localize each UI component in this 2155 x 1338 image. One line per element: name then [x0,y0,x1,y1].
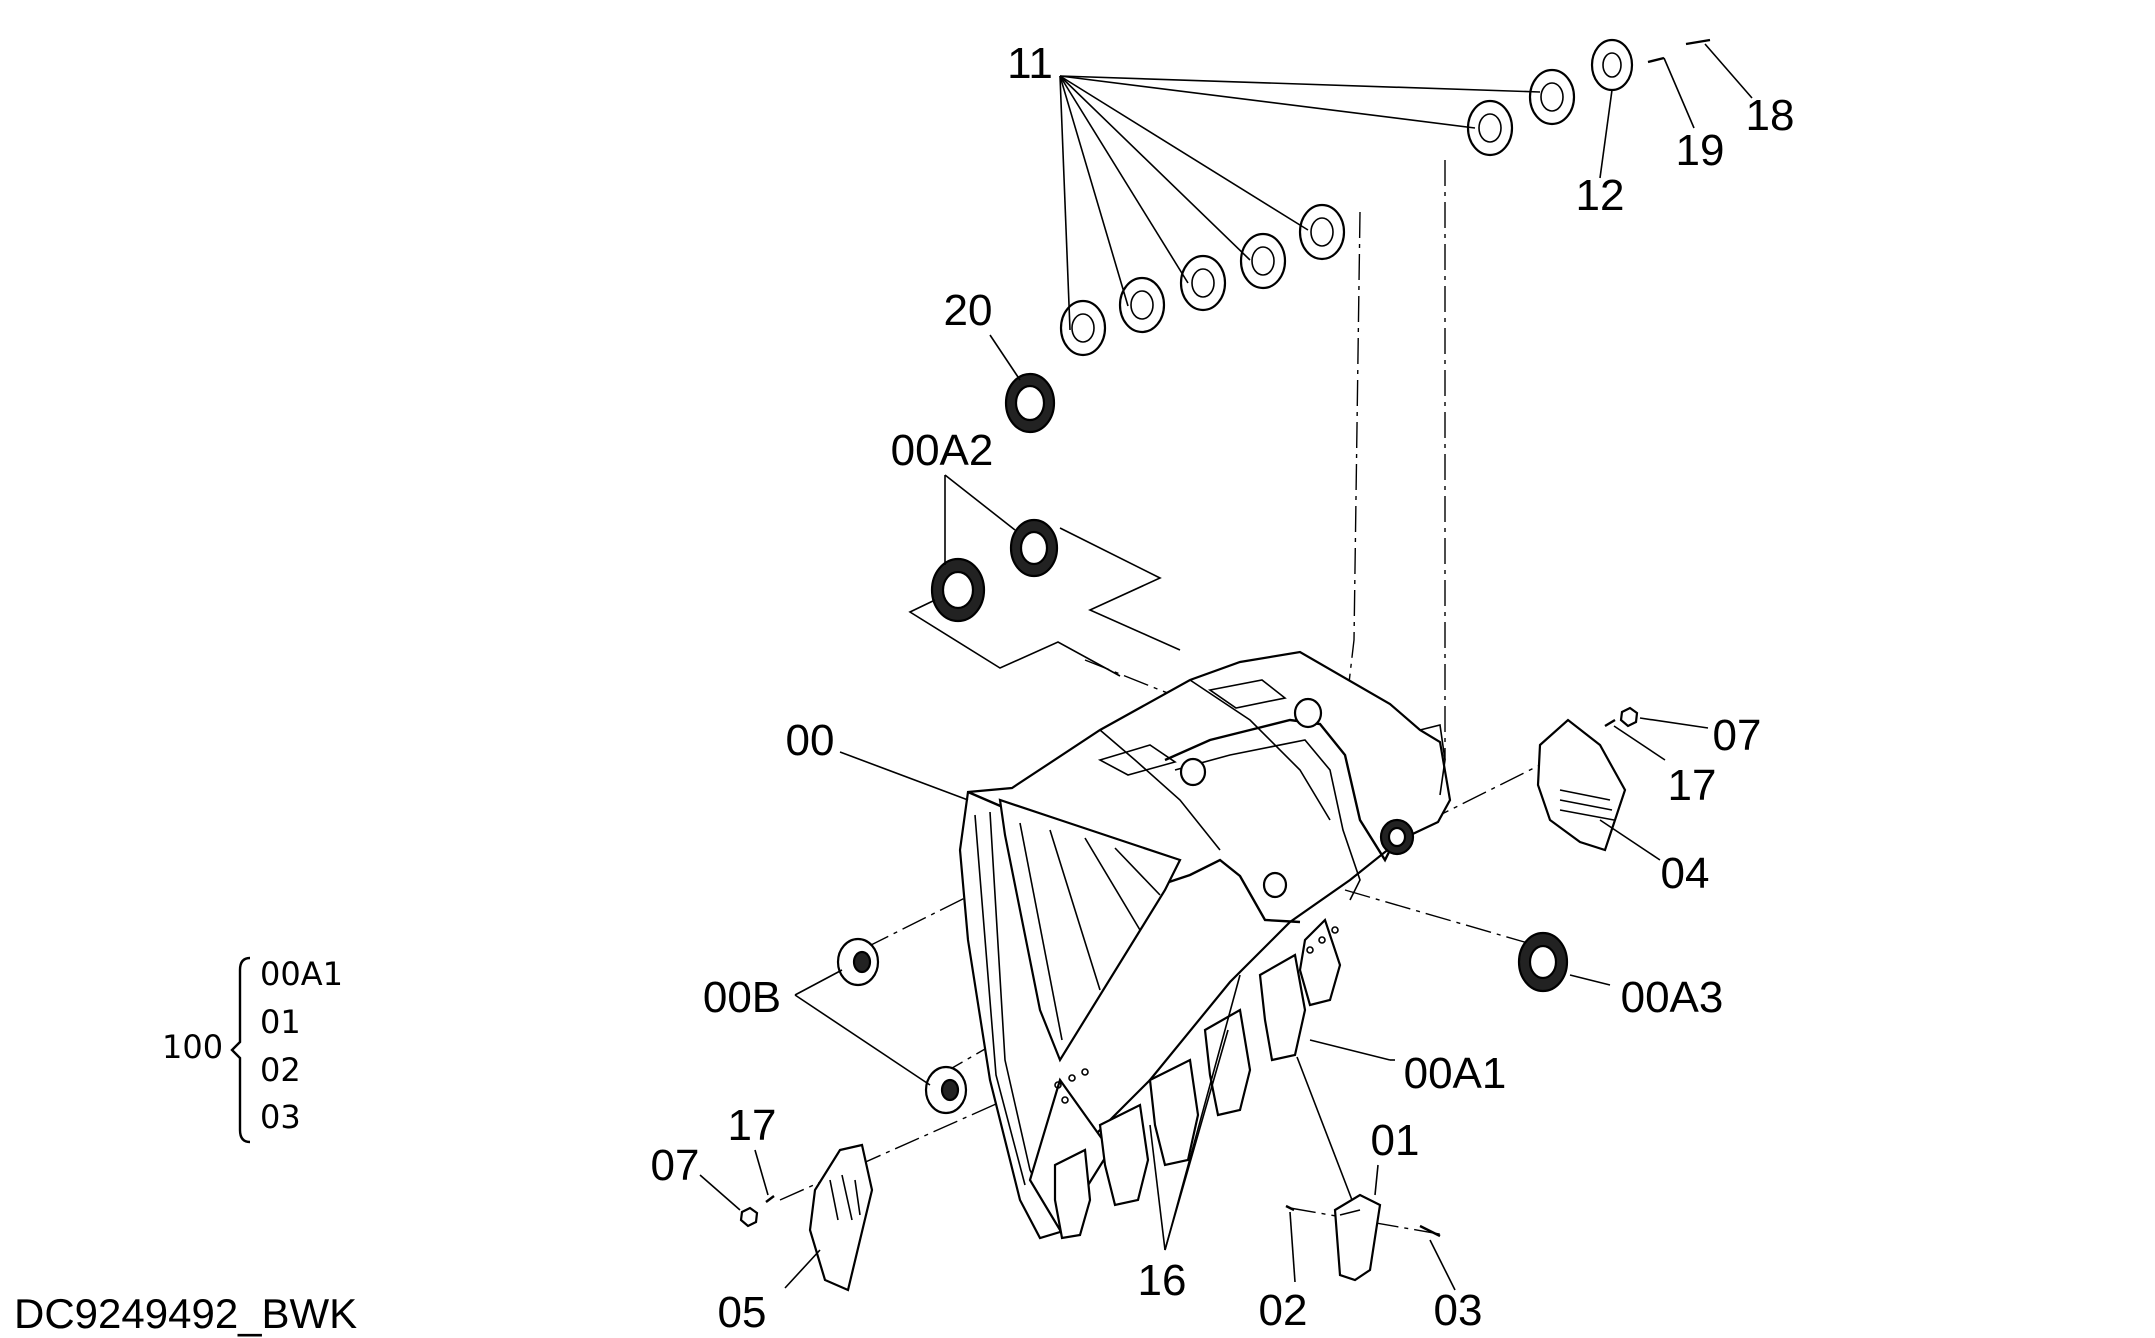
pin-19 [1647,56,1665,64]
bushing-00B-a [836,937,880,987]
side-cutter-04 [1536,718,1627,852]
shim [1466,99,1514,157]
callout-02: 02 [1259,1286,1308,1335]
drawing-reference: DC9249492_BWK [14,1290,357,1337]
callout-20: 20 [944,286,993,335]
kit-number: 100 [162,1028,223,1066]
shim [1179,254,1227,312]
callout-03: 03 [1434,1286,1483,1335]
callout-00B: 00B [703,973,781,1022]
callout-12: 12 [1576,171,1625,220]
callout-04: 04 [1661,849,1710,898]
callout-19: 19 [1676,126,1725,175]
nut-07-right [1619,706,1639,728]
side-cutter-05 [808,1143,874,1292]
pin-02 [1285,1204,1295,1212]
kit-item: 02 [260,1051,301,1089]
bucket-body-00 [958,650,1452,1240]
callout-05: 05 [718,1288,767,1337]
bolt-17-right [1604,718,1616,728]
seal-00A3 [1517,931,1569,993]
nut-07-left [739,1206,759,1228]
shim [1298,203,1346,261]
callout-17-left: 17 [728,1101,777,1150]
callout-16: 16 [1138,1256,1187,1305]
leader-lines-11 [1059,75,1541,331]
kit-item: 00A1 [260,955,343,993]
retainer-03 [1419,1224,1441,1238]
shim [1528,68,1576,126]
bushing-00B-b [924,1065,968,1115]
tooth-adapter [1258,953,1307,1062]
callout-11: 11 [1007,39,1053,88]
shim [1239,232,1287,290]
callout-01: 01 [1371,1116,1420,1165]
bushing-00A2-a [1009,518,1059,578]
tooth-adapter [1098,1103,1150,1207]
kit-item: 01 [260,1003,301,1041]
tooth-01 [1333,1193,1382,1282]
callout-00: 00 [786,716,835,765]
kit-item: 03 [260,1098,301,1136]
tooth-adapter [1053,1148,1092,1240]
washer-12 [1590,38,1634,92]
bolt-18 [1685,38,1711,46]
shim [1118,276,1166,334]
callout-00A3: 00A3 [1621,973,1724,1022]
shim [1059,299,1107,357]
callout-00A2: 00A2 [891,426,994,475]
callout-00A1: 00A1 [1404,1049,1507,1098]
callout-07-left: 07 [651,1141,700,1190]
bushing-00A2-b [930,557,986,623]
callout-17-right: 17 [1668,761,1717,810]
shim-stack [1059,68,1576,357]
seal-20 [1004,372,1056,434]
tooth-adapter [1298,917,1342,1007]
bolt-17-left [765,1195,775,1203]
kit-group-100: 100 00A1 01 02 03 [162,955,343,1144]
tooth-adapter [1203,1008,1252,1117]
callout-07-right: 07 [1713,711,1762,760]
callout-18: 18 [1746,91,1795,140]
tooth-adapter [1148,1058,1200,1167]
